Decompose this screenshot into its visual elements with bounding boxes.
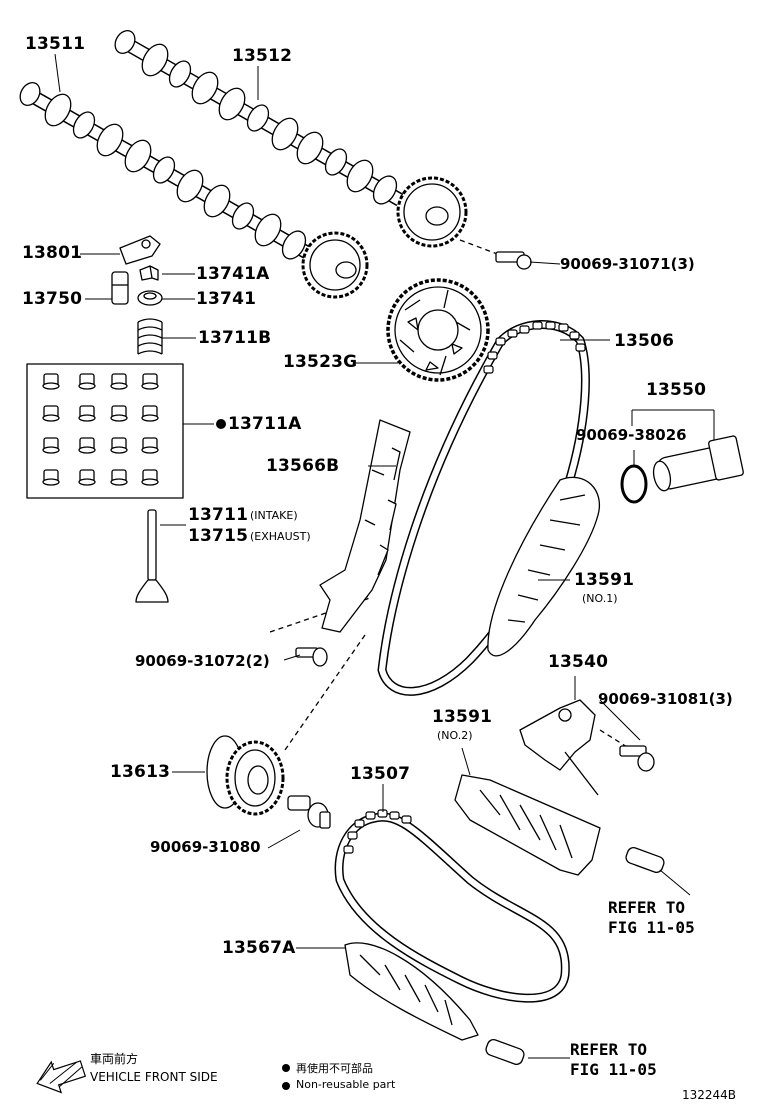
part-label-13741: 13741 bbox=[196, 289, 257, 309]
camshaft-13512 bbox=[114, 30, 468, 248]
seal-row-2 bbox=[42, 405, 159, 422]
bolt-90069-31072 bbox=[295, 647, 328, 667]
refer-note-1-line2: FIG 11-05 bbox=[608, 918, 695, 937]
seal-row-4 bbox=[42, 469, 159, 486]
seal-row-1 bbox=[42, 373, 159, 390]
part-label-13511: 13511 bbox=[25, 34, 86, 54]
part-note-intake: (INTAKE) bbox=[250, 509, 298, 522]
part-label-13540: 13540 bbox=[548, 652, 609, 672]
valve-13711-13715 bbox=[135, 509, 169, 603]
valve-seal-set-13711a bbox=[26, 363, 184, 499]
part-label-90069-31081: 90069-31081(3) bbox=[598, 690, 733, 708]
rocker-arm-13801 bbox=[119, 235, 161, 265]
chain-guide-13567a bbox=[344, 942, 479, 1041]
tensioner-arm-13540 bbox=[519, 699, 599, 796]
part-label-13507: 13507 bbox=[350, 764, 411, 784]
part-label-13613: 13613 bbox=[110, 762, 171, 782]
part-label-13523g: 13523G bbox=[283, 352, 358, 372]
part-label-13741a: 13741A bbox=[196, 264, 270, 284]
part-label-13750: 13750 bbox=[22, 289, 83, 309]
timing-chain-13507 bbox=[334, 809, 570, 1003]
part-label-90069-31080: 90069-31080 bbox=[150, 838, 261, 856]
part-label-13591-no2: 13591 bbox=[432, 707, 493, 727]
part-note-no2: (NO.2) bbox=[437, 729, 473, 742]
part-label-13715: 13715 bbox=[188, 526, 249, 546]
left-arrow-icon bbox=[36, 1060, 87, 1094]
sprocket-13523g bbox=[386, 278, 490, 382]
lash-adjuster-13750 bbox=[111, 271, 129, 305]
part-label-13711b: 13711B bbox=[198, 328, 272, 348]
refer-note-2-line1: REFER TO bbox=[570, 1040, 648, 1059]
figure-id: 132244B bbox=[682, 1088, 737, 1102]
non-reusable-dot-icon bbox=[216, 419, 226, 429]
part-label-90069-38026: 90069-38026 bbox=[576, 426, 687, 444]
part-label-13567a: 13567A bbox=[222, 938, 296, 958]
refer-note-1-line1: REFER TO bbox=[608, 898, 686, 917]
vehicle-front-jp: 車両前方 bbox=[90, 1052, 139, 1066]
part-label-90069-31072: 90069-31072(2) bbox=[135, 652, 270, 670]
part-label-13506: 13506 bbox=[614, 331, 675, 351]
pin-refer-1 bbox=[625, 847, 665, 873]
seal-row-3 bbox=[42, 437, 159, 454]
pin-refer-2 bbox=[485, 1039, 525, 1065]
black-dot-icon bbox=[282, 1082, 290, 1090]
part-label-13512: 13512 bbox=[232, 46, 293, 66]
chain-damper-13591-no1 bbox=[487, 476, 600, 657]
bolt-90069-31071 bbox=[495, 251, 532, 270]
tensioner-13550 bbox=[620, 435, 744, 504]
refer-note-2-line2: FIG 11-05 bbox=[570, 1060, 657, 1079]
part-label-13550: 13550 bbox=[646, 380, 707, 400]
valve-keeper-13741a bbox=[139, 265, 159, 281]
part-note-exhaust: (EXHAUST) bbox=[250, 530, 311, 543]
crank-sprocket-13613 bbox=[206, 735, 285, 816]
part-label-13711a: 13711A bbox=[228, 414, 302, 434]
camshaft-13511 bbox=[19, 82, 369, 299]
chain-damper-13591-no2 bbox=[454, 774, 601, 876]
part-label-13566b: 13566B bbox=[266, 456, 340, 476]
leader-lines bbox=[54, 53, 715, 1059]
valve-spring-13711b bbox=[137, 318, 163, 355]
valve-retainer-13741 bbox=[137, 290, 163, 306]
chain-guide-13566b bbox=[319, 419, 411, 633]
non-reusable-jp: 再使用不可部品 bbox=[296, 1062, 373, 1075]
part-note-no1: (NO.1) bbox=[582, 592, 618, 605]
black-dot-icon bbox=[282, 1064, 290, 1072]
part-label-90069-31071: 90069-31071(3) bbox=[560, 255, 695, 273]
vehicle-front-en: VEHICLE FRONT SIDE bbox=[90, 1070, 218, 1084]
bolt-90069-31081 bbox=[619, 745, 655, 772]
part-label-13591-no1: 13591 bbox=[574, 570, 635, 590]
part-label-13711: 13711 bbox=[188, 505, 249, 525]
non-reusable-en: Non-reusable part bbox=[296, 1078, 396, 1091]
part-label-13801: 13801 bbox=[22, 243, 83, 263]
bolt-90069-31080 bbox=[287, 795, 331, 829]
